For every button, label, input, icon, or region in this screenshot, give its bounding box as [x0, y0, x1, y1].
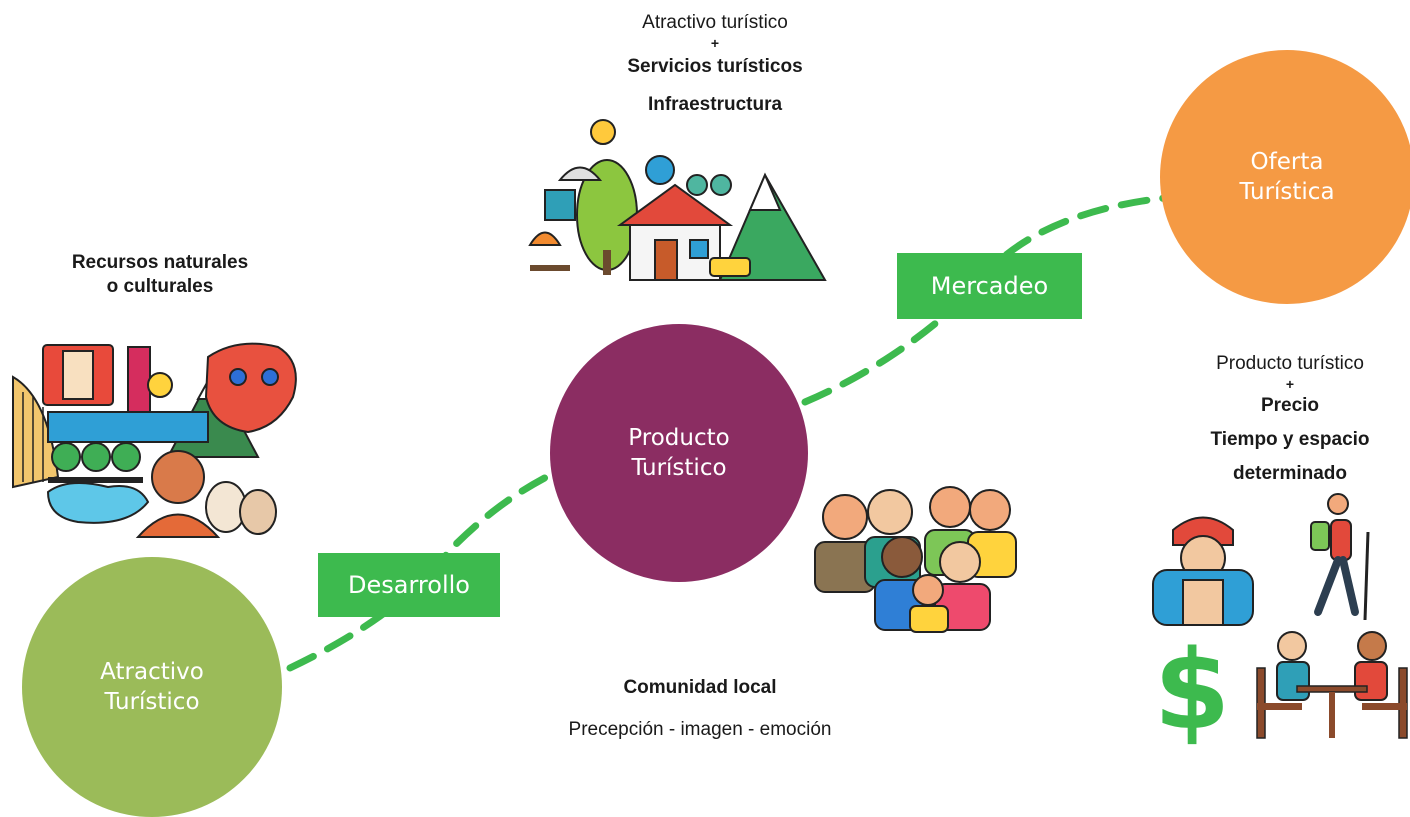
right-formula-line3: Tiempo y espacio	[1210, 429, 1370, 450]
connector-mercadeo	[801, 194, 1169, 406]
dollar-icon: $	[1153, 626, 1231, 754]
top-formula: Atractivo turístico + Servicios turístic…	[590, 11, 840, 117]
right-formula-line4: determinado	[1232, 463, 1348, 484]
dining-icon	[1256, 631, 1408, 739]
family-icon	[814, 486, 1017, 633]
right-formula-line1: Producto turístico	[1216, 353, 1364, 374]
recursos-line1: Recursos naturales	[71, 252, 249, 273]
node-oferta-line2: Turística	[1239, 179, 1335, 205]
tourist-icon	[1152, 516, 1254, 626]
comunidad-title: Comunidad local	[623, 677, 777, 698]
right-formula-plus: +	[1285, 376, 1295, 392]
node-producto-line1: Producto	[628, 425, 730, 451]
recursos-label: Recursos naturales o culturales	[40, 251, 280, 299]
top-formula-line1: Atractivo turístico	[642, 12, 788, 33]
right-formula: Producto turístico + Precio Tiempo y esp…	[1175, 352, 1405, 486]
top-formula-line2: Servicios turísticos	[627, 56, 803, 77]
cultural-resources-icon	[12, 342, 297, 538]
recursos-line2: o culturales	[106, 276, 214, 297]
node-producto-line2: Turístico	[631, 455, 727, 481]
top-formula-plus: +	[710, 35, 720, 51]
node-oferta: Oferta Turística	[1160, 50, 1410, 304]
comunidad-block: Comunidad local Precepción - imagen - em…	[520, 676, 880, 742]
top-formula-line3: Infraestructura	[647, 94, 783, 115]
node-atractivo-line2: Turístico	[104, 689, 200, 715]
hiker-icon	[1310, 493, 1370, 621]
infrastructure-icon	[528, 119, 827, 281]
comunidad-subtitle: Precepción - imagen - emoción	[568, 719, 832, 740]
right-formula-line2: Precio	[1260, 395, 1320, 416]
tag-desarrollo: Desarrollo	[318, 553, 500, 617]
node-atractivo: Atractivo Turístico	[22, 557, 282, 817]
tag-mercadeo: Mercadeo	[897, 253, 1082, 319]
node-oferta-line1: Oferta	[1250, 149, 1324, 175]
node-atractivo-line1: Atractivo	[100, 659, 204, 685]
node-producto: Producto Turístico	[550, 324, 808, 582]
